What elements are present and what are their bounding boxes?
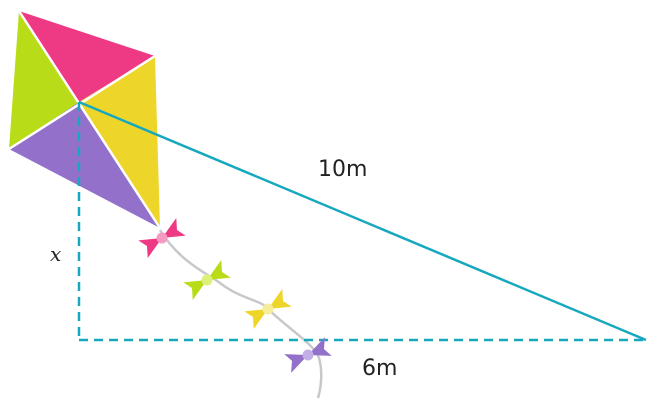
kite-bottom-panel [9,102,160,228]
kite-right-panel [79,56,160,228]
base-label: 6m [362,356,397,381]
tail-bow-yellow [244,288,292,330]
hypotenuse-label: 10m [318,157,367,182]
kite-left-panel [9,11,79,149]
kite-top-panel [19,11,155,102]
tail-bow-purple [284,337,332,373]
kite [8,10,162,229]
tail-bow-green [183,259,231,301]
tail-bow-pink [138,217,186,259]
height-label: x [50,242,61,266]
kite-string-line [78,100,647,342]
kite-tail [158,229,323,399]
